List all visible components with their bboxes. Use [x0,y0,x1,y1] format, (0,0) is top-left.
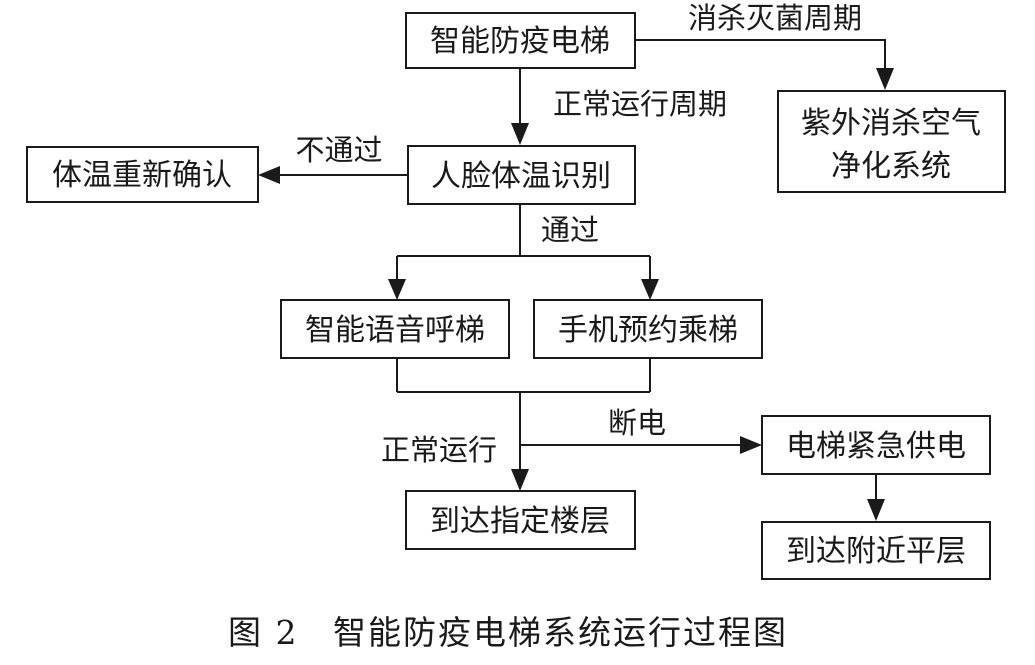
node-uv-system-box [777,90,1006,193]
arrowhead-to-nearby-floor [867,499,885,521]
node-nearby-floor-box [761,521,991,580]
node-phone-book-label: 手机预约乘梯 [558,313,738,348]
node-uv-system-label-line1: 紫外消杀空气 [801,106,981,141]
node-emergency-power-label: 电梯紧急供电 [786,429,966,464]
arrowhead-to-recheck [258,166,280,184]
arrowhead-to-emergency-power [740,436,762,454]
node-face-temp-label: 人脸体温识别 [431,159,611,194]
edge-normal-cycle-label: 正常运行周期 [553,87,727,121]
edge-disinfect-line [635,39,886,70]
node-target-floor-box [405,490,636,550]
node-emergency-power-box [761,415,991,475]
arrowhead-to-phone-book [641,279,659,300]
node-phone-book-box [533,299,763,359]
edge-normal-run-label: 正常运行 [381,433,497,467]
edge-disinfect-label: 消杀灭菌周期 [688,1,862,35]
node-target-floor-label: 到达指定楼层 [430,504,610,539]
node-face-temp-box [407,145,636,205]
node-uv-system-label-line2: 净化系统 [831,149,951,184]
arrowhead-to-voice-call [388,279,406,300]
arrowhead-to-uv-system [876,68,894,90]
node-voice-call-label: 智能语音呼梯 [305,313,485,348]
arrowhead-to-face-temp [511,123,529,145]
node-elevator-label: 智能防疫电梯 [430,24,610,59]
node-voice-call-box [280,299,510,359]
edge-power-off-label: 断电 [608,406,666,440]
node-recheck-label: 体温重新确认 [52,158,232,193]
edge-not-pass-label: 不通过 [295,133,382,167]
node-recheck-box [26,146,259,203]
node-nearby-floor-label: 到达附近平层 [786,534,966,569]
figure-caption: 智能防疫电梯系统运行过程图 [333,613,788,652]
figure-number: 图 2 [228,613,299,652]
edge-pass-label: 通过 [541,213,599,247]
arrowhead-to-target-floor [511,469,529,491]
node-elevator-box [405,12,636,69]
